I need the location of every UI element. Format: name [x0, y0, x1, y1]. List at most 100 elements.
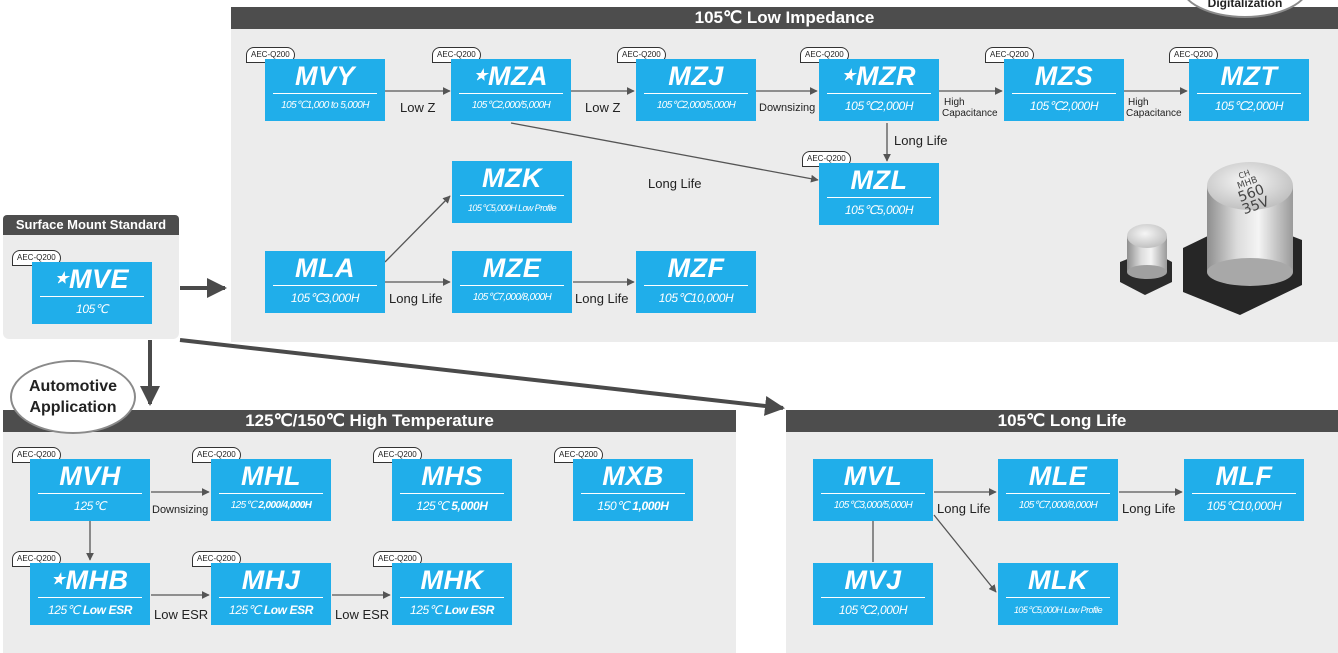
low-impedance-title: 105℃ Low Impedance — [231, 7, 1338, 29]
product-box-mzk[interactable]: MZK 105℃5,000H Low Profile — [452, 161, 572, 223]
high-temperature-title: 125℃/150℃ High Temperature — [3, 410, 736, 432]
product-box-mlk[interactable]: MLK 105℃5,000H Low Profile — [998, 563, 1118, 625]
label-low-esr-2: Low ESR — [335, 607, 390, 622]
product-name: MHB — [65, 565, 129, 595]
product-spec: 105℃5,000H Low Profile — [1014, 605, 1103, 615]
label-long-life-mze: Long Life — [575, 291, 629, 306]
product-box-mzj[interactable]: MZJ 105℃2,000/5,000H — [636, 59, 756, 121]
edge-mza-mzl — [510, 122, 819, 183]
label-long-life-mza: Long Life — [648, 176, 702, 191]
product-spec-temp: 150℃ — [597, 499, 630, 513]
product-name: MZF — [667, 253, 725, 283]
edge-mve-long-life — [179, 338, 785, 416]
product-spec: 105℃5,000H Low Profile — [468, 203, 557, 213]
product-box-mvy[interactable]: MVY 105℃1,000 to 5,000H — [265, 59, 385, 121]
product-spec: 105℃7,000/8,000H — [1018, 500, 1098, 511]
product-spec: 105℃10,000H — [1206, 499, 1282, 513]
product-spec: 105℃1,000 to 5,000H — [281, 100, 369, 111]
product-spec-life: 2,000/4,000H — [258, 500, 312, 511]
product-name: MZL — [850, 165, 908, 195]
product-spec: 105℃5,000H — [844, 203, 914, 217]
product-spec: 105℃2,000/5,000H — [471, 100, 551, 111]
product-name: MVL — [843, 461, 903, 491]
product-spec-temp: 125℃ — [230, 500, 257, 511]
product-box-mze[interactable]: MZE 105℃7,000/8,000H — [452, 251, 572, 313]
label-long-life-mla: Long Life — [389, 291, 443, 306]
product-box-mhs[interactable]: MHS 125℃ 5,000H — [392, 459, 512, 521]
product-name: MVE — [68, 264, 129, 294]
product-spec: 105℃2,000H — [1214, 99, 1284, 113]
product-spec: 125℃ — [74, 499, 106, 513]
product-name: MZT — [1220, 61, 1278, 91]
product-name: MHS — [421, 461, 483, 491]
product-name: MZS — [1034, 61, 1094, 91]
label-downsizing-2: Downsizing — [152, 504, 209, 516]
product-spec-life: 1,000H — [632, 499, 669, 513]
product-box-mve[interactable]: ★MVE 105℃ — [32, 262, 152, 324]
product-name: MVH — [59, 461, 121, 491]
product-name: MHL — [241, 461, 301, 491]
product-box-mza[interactable]: ★MZA 105℃2,000/5,000H — [451, 59, 571, 121]
star-icon: ★ — [51, 571, 66, 588]
product-name: MZE — [482, 253, 542, 283]
product-spec: 105℃3,000/5,000H — [833, 500, 913, 511]
product-box-mvj[interactable]: MVJ 105℃2,000H — [813, 563, 933, 625]
product-spec-temp: 125℃ — [228, 603, 261, 617]
product-box-mhk[interactable]: MHK 125℃ Low ESR — [392, 563, 512, 625]
long-life-title: 105℃ Long Life — [786, 410, 1338, 432]
product-box-mzf[interactable]: MZF 105℃10,000H — [636, 251, 756, 313]
product-box-mlf[interactable]: MLF 105℃10,000H — [1184, 459, 1304, 521]
product-box-mvl[interactable]: MVL 105℃3,000/5,000H — [813, 459, 933, 521]
product-name: MHJ — [241, 565, 301, 595]
label-long-life-mzr: Long Life — [894, 133, 948, 148]
product-spec: 105℃10,000H — [658, 291, 734, 305]
product-box-mla[interactable]: MLA 105℃3,000H — [265, 251, 385, 313]
product-box-mle[interactable]: MLE 105℃7,000/8,000H — [998, 459, 1118, 521]
product-box-mxb[interactable]: MXB 150℃ 1,000H — [573, 459, 693, 521]
product-spec: 105℃ — [76, 302, 108, 316]
product-spec: 105℃2,000H — [1029, 99, 1099, 113]
product-box-mhj[interactable]: MHJ 125℃ Low ESR — [211, 563, 331, 625]
product-name: MLA — [295, 253, 355, 283]
product-name: MLE — [1028, 461, 1088, 491]
product-spec: 105℃2,000H — [838, 603, 908, 617]
product-spec: 105℃2,000H — [844, 99, 914, 113]
product-name: MXB — [602, 461, 664, 491]
product-spec: 105℃3,000H — [290, 291, 360, 305]
product-box-mzr[interactable]: ★MZR 105℃2,000H — [819, 59, 939, 121]
product-box-mhl[interactable]: MHL 125℃ 2,000/4,000H — [211, 459, 331, 521]
product-spec-life: 5,000H — [451, 499, 488, 513]
product-name: MZJ — [668, 61, 724, 91]
product-box-mhb[interactable]: ★MHB 125℃ Low ESR — [30, 563, 150, 625]
automotive-application-text: Automotive Application — [29, 378, 117, 416]
label-low-z-2: Low Z — [585, 100, 621, 115]
product-name: MZA — [487, 61, 548, 91]
product-spec: 105℃7,000/8,000H — [472, 292, 552, 303]
automotive-application-badge: Automotive Application — [10, 360, 136, 434]
product-box-mzs[interactable]: MZS 105℃2,000H — [1004, 59, 1124, 121]
label-capacitance-1: Capacitance — [942, 108, 998, 119]
star-icon: ★ — [474, 67, 488, 84]
star-icon: ★ — [55, 270, 69, 287]
product-name: MLF — [1215, 461, 1273, 491]
label-high-2: High — [1128, 97, 1149, 108]
product-name: MHK — [420, 565, 484, 595]
label-capacitance-2: Capacitance — [1126, 108, 1182, 119]
label-long-life-mvl: Long Life — [937, 501, 991, 516]
edge-mla-mzk — [384, 195, 451, 263]
surface-mount-title: Surface Mount Standard — [3, 215, 179, 235]
label-downsizing-1: Downsizing — [759, 102, 816, 114]
product-spec-temp: 125℃ — [409, 603, 442, 617]
product-box-mvh[interactable]: MVH 125℃ — [30, 459, 150, 521]
product-spec-life: Low ESR — [263, 603, 314, 617]
label-long-life-mle: Long Life — [1122, 501, 1176, 516]
product-box-mzt[interactable]: MZT 105℃2,000H — [1189, 59, 1309, 121]
product-spec-life: Low ESR — [82, 603, 133, 617]
label-low-esr-1: Low ESR — [154, 607, 209, 622]
product-name: MVJ — [844, 565, 902, 595]
digitalization-text: Digitalization — [1207, 0, 1283, 10]
product-spec-life: Low ESR — [444, 603, 495, 617]
product-box-mzl[interactable]: MZL 105℃5,000H — [819, 163, 939, 225]
product-name: MLK — [1028, 565, 1088, 595]
